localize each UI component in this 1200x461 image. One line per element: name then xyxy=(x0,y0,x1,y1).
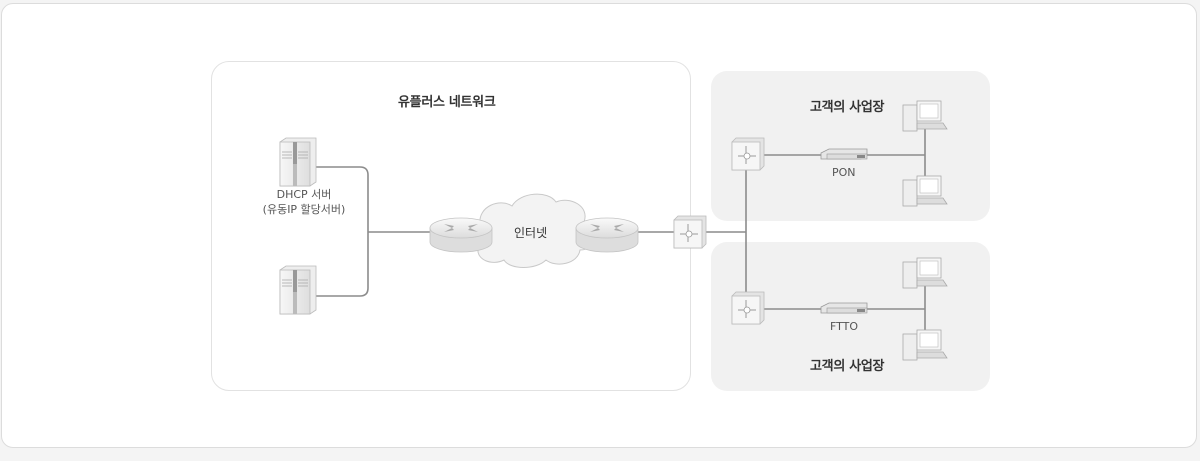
router-icon-right xyxy=(575,217,639,253)
ftto-device-icon xyxy=(820,302,868,314)
dhcp-server-name: DHCP 서버 xyxy=(276,188,332,201)
pon-device-icon xyxy=(820,148,868,160)
connection-lines xyxy=(316,128,926,334)
pc-icon xyxy=(902,100,948,132)
customer-site-title-2: 고객의 사업장 xyxy=(810,359,885,374)
edge-switch-icon xyxy=(673,215,707,249)
pon-label: PON xyxy=(832,166,856,179)
network-zone-title: 유플러스 네트워크 xyxy=(398,95,496,110)
pc-icon xyxy=(902,329,948,361)
ftto-label: FTTO xyxy=(830,320,859,333)
internet-label: 인터넷 xyxy=(514,226,548,240)
customer-site-title-1: 고객의 사업장 xyxy=(810,100,885,115)
customer-switch-icon-2 xyxy=(731,291,765,325)
router-icon-left xyxy=(429,217,493,253)
server-icon xyxy=(279,265,317,315)
dhcp-server-desc: (유동IP 할당서버) xyxy=(262,203,346,216)
pc-icon xyxy=(902,257,948,289)
dhcp-server-icon xyxy=(279,137,317,187)
dhcp-server-caption: DHCP 서버 (유동IP 할당서버) xyxy=(256,187,352,217)
pc-icon xyxy=(902,175,948,207)
customer-switch-icon-1 xyxy=(731,137,765,171)
